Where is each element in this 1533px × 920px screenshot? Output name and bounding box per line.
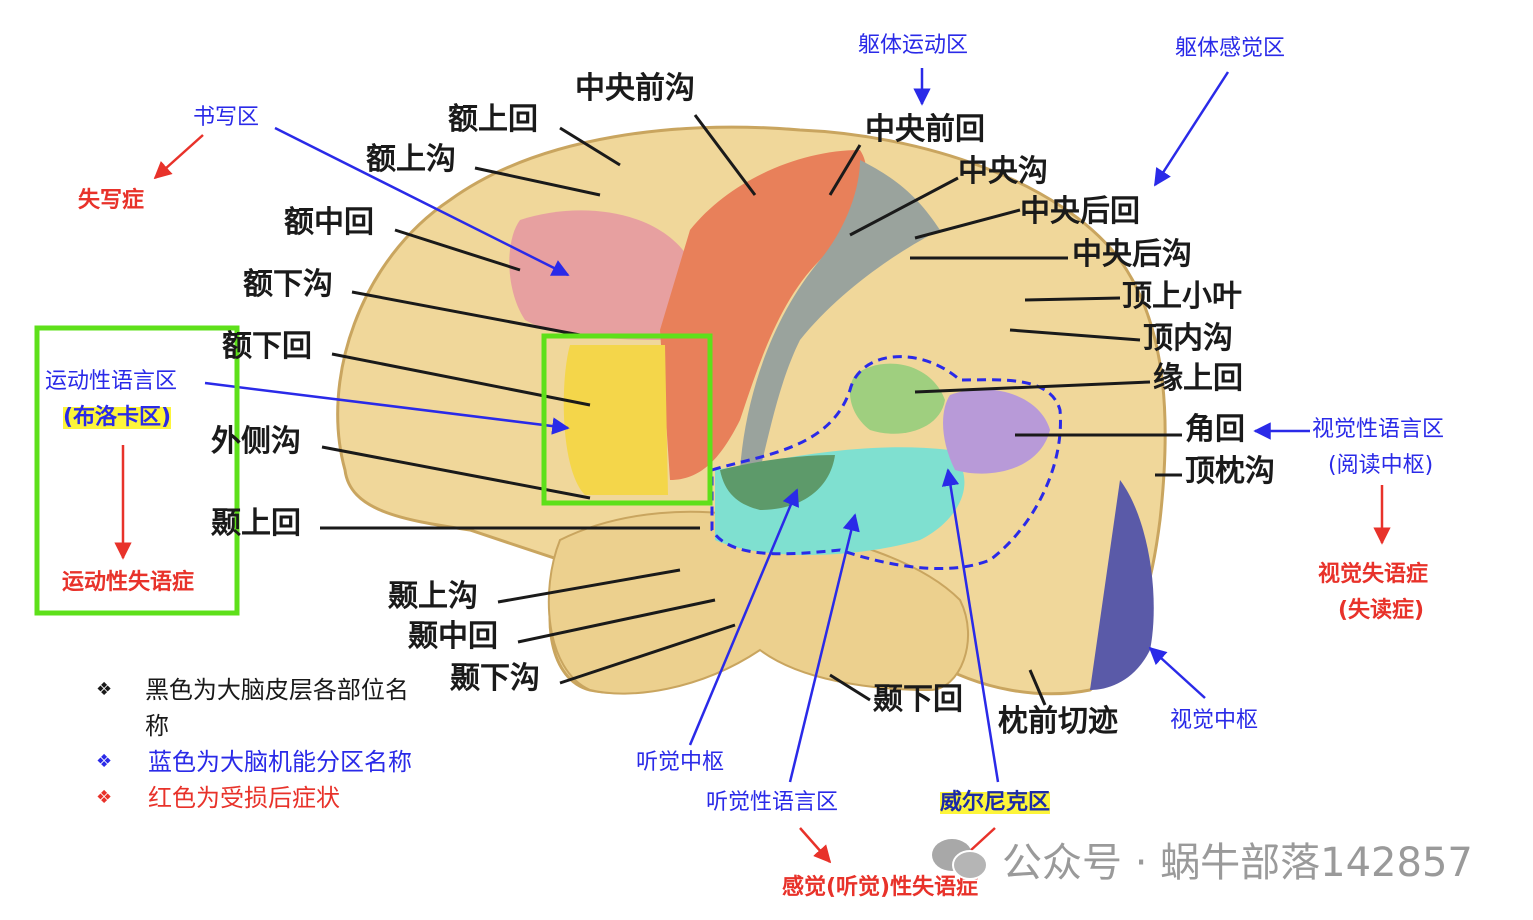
label-lateral-sulcus: 外侧沟 xyxy=(211,424,301,459)
legend-text: 蓝色为大脑机能分区名称 xyxy=(148,748,412,776)
label-somatic-motor: 躯体运动区 xyxy=(858,33,969,58)
label-sup-temporal-gyrus: 颞上回 xyxy=(211,506,301,541)
label-wernicke: 威尔尼克区 xyxy=(940,790,1051,815)
label-motor-language: 运动性语言区 xyxy=(45,369,178,394)
bullet-icon: ❖ xyxy=(96,751,113,772)
broca-box-left xyxy=(34,325,240,616)
label-visual-aphasia: 视觉失语症 xyxy=(1318,562,1429,587)
postcentral-gray xyxy=(740,160,940,470)
wernicke-outline xyxy=(710,355,1062,571)
label-sensory-aphasia: 感觉(听觉)性失语症 xyxy=(782,875,979,900)
label-intraparietal-sulcus: 顶内沟 xyxy=(1143,321,1233,356)
broca-yellow xyxy=(563,345,668,495)
label-supramarginal-gyrus: 缘上回 xyxy=(1153,361,1243,396)
label-auditory-center: 听觉中枢 xyxy=(636,750,725,775)
legend-text: 红色为受损后症状 xyxy=(148,784,340,812)
label-reading-center: (阅读中枢) xyxy=(1328,453,1434,478)
label-angular-gyrus: 角回 xyxy=(1185,412,1245,447)
wechat-icon xyxy=(930,835,990,883)
label-inf-temporal-gyrus: 颞下回 xyxy=(873,682,963,717)
legend-item-symptom: ❖ 红色为受损后症状 xyxy=(96,780,416,816)
label-motor-aphasia: 运动性失语症 xyxy=(62,570,195,595)
label-broca: (布洛卡区) xyxy=(63,405,172,430)
label-parieto-occipital-sulcus: 顶枕沟 xyxy=(1185,454,1275,489)
symptom-arrows xyxy=(114,134,1391,864)
label-visual-center: 视觉中枢 xyxy=(1170,708,1259,733)
bullet-icon: ❖ xyxy=(96,787,113,808)
watermark-text: 公众号 · 蜗牛部落142857 xyxy=(1002,840,1473,886)
bullet-icon: ❖ xyxy=(96,679,113,700)
label-alexia: (失读症) xyxy=(1338,598,1425,623)
label-mid-temporal-gyrus: 颞中回 xyxy=(408,619,498,654)
frontal-pink xyxy=(509,210,690,340)
label-sup-frontal-gyrus: 额上回 xyxy=(448,102,538,137)
label-inf-temporal-sulcus: 颞下沟 xyxy=(450,661,540,696)
label-central-sulcus-pre: 中央前沟 xyxy=(575,71,695,106)
label-inf-frontal-sulcus: 额下沟 xyxy=(243,267,333,302)
label-somatic-sensory: 躯体感觉区 xyxy=(1175,36,1286,61)
legend-item-anatomy: ❖ 黑色为大脑皮层各部位名称 xyxy=(96,672,416,744)
watermark: 公众号 · 蜗牛部落142857 xyxy=(930,830,1473,888)
label-writing-area: 书写区 xyxy=(193,105,260,130)
label-preoccipital-notch: 枕前切迹 xyxy=(998,704,1118,739)
label-postcentral-gyrus: 中央后回 xyxy=(1020,194,1140,229)
auditory-green xyxy=(720,455,835,510)
label-auditory-language: 听觉性语言区 xyxy=(706,790,839,815)
label-precentral-gyrus: 中央前回 xyxy=(865,112,985,147)
broca-box-brain xyxy=(541,333,713,506)
legend: ❖ 黑色为大脑皮层各部位名称 ❖ 蓝色为大脑机能分区名称 ❖ 红色为受损后症状 xyxy=(96,672,416,816)
function-arrows xyxy=(204,68,1310,783)
label-inf-frontal-gyrus: 额下回 xyxy=(222,329,312,364)
label-postcentral-sulcus: 中央后沟 xyxy=(1072,237,1192,272)
legend-text: 黑色为大脑皮层各部位名称 xyxy=(144,676,409,740)
label-sup-parietal-lobule: 顶上小叶 xyxy=(1122,279,1242,314)
supramarginal-green xyxy=(850,363,945,434)
label-sup-temporal-sulcus: 颞上沟 xyxy=(388,579,478,614)
label-agraphia: 失写症 xyxy=(78,188,145,213)
label-central-sulcus: 中央沟 xyxy=(958,154,1048,189)
occipital-blue xyxy=(1090,480,1154,690)
angular-purple xyxy=(943,389,1050,474)
label-visual-language: 视觉性语言区 xyxy=(1312,417,1445,442)
label-sup-frontal-sulcus: 额上沟 xyxy=(366,142,456,177)
label-mid-frontal-gyrus: 额中回 xyxy=(284,205,374,240)
legend-item-function: ❖ 蓝色为大脑机能分区名称 xyxy=(96,744,416,780)
